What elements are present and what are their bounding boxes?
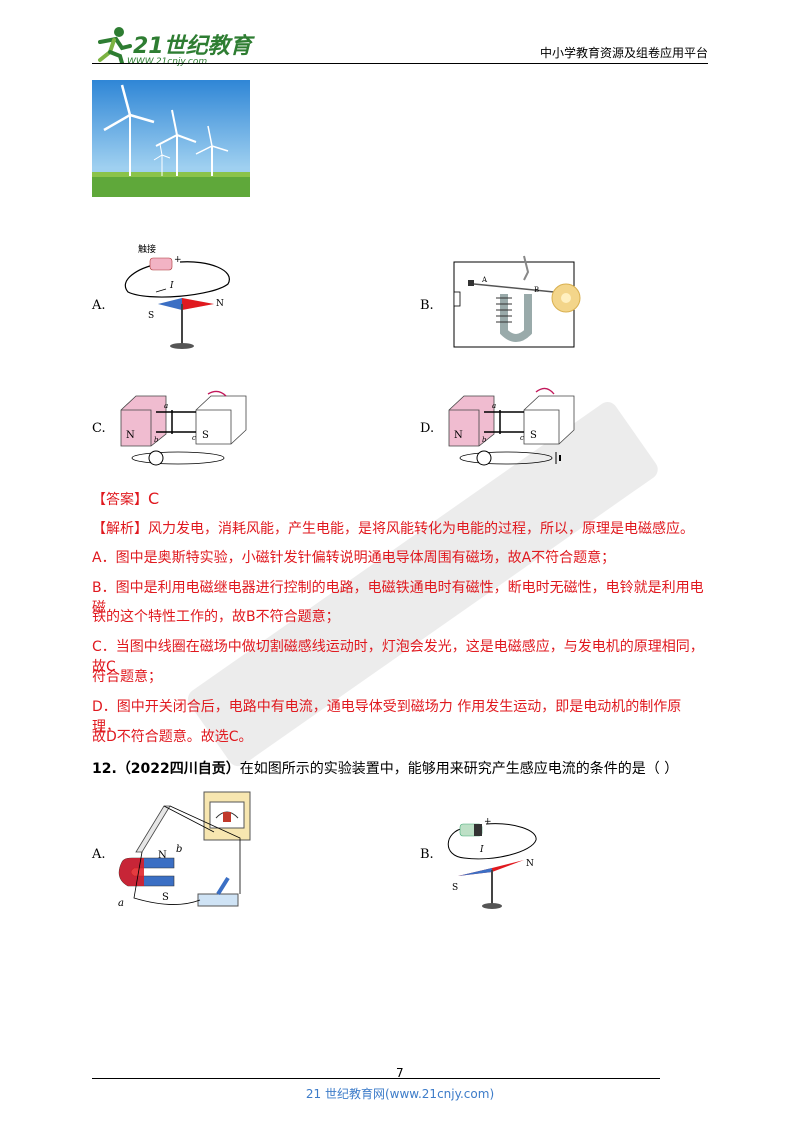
page-number: 7 [396,1066,404,1080]
current-label: I [169,281,174,291]
header: 21世纪教育 WWW.21cnjy.com 中小学教育资源及组卷应用平台 [0,0,800,70]
oersted-compass-figure: + I S N [447,817,537,909]
analysis-intro-text: 风力发电，消耗风能，产生电能，是将风能转化为电能的过程，所以，原理是电磁感应。 [148,521,694,537]
analysis-c-line2: 符合题意； [92,669,162,685]
footer-divider [92,1078,660,1079]
label-b: B [534,286,539,294]
analysis-a: A．图中是奥斯特实验，小磁针发针偏转说明通电导体周围有磁场，故A不符合题意； [92,550,616,566]
answer-value: C [148,489,160,508]
footer-site-link[interactable]: 21 世纪教育网(www.21cnjy.com) [305,1087,495,1101]
motor-coil-figure: N S a b c [448,387,575,466]
question-text: 在如图所示的实验装置中，能够用来研究产生感应电流的条件的是（ ） [239,761,679,777]
s-pole-label: S [202,430,209,441]
q12-option-b-label: B. [420,847,434,862]
prev-option-b-label: B. [420,298,434,313]
label-a: a [118,898,124,909]
s-pole-label: S [162,892,169,903]
induction-experiment-figure: N S a b [118,791,251,909]
plus-label: + [484,817,492,827]
wind-turbine-photo [92,80,250,197]
logo-url: WWW.21cnjy.com [127,57,208,67]
header-divider [92,63,708,64]
n-pole-label: N [454,430,463,441]
label-c: c [520,434,524,442]
analysis-d-line2: 故D不符合题意。故选C。 [92,729,253,745]
n-pole-label: N [126,430,135,441]
oersted-experiment-figure: 触接 + I S N [124,243,230,349]
header-platform-text: 中小学教育资源及组卷应用平台 [539,46,708,60]
analysis-label: 【解析】 [92,521,148,537]
current-label: I [479,845,484,855]
question-source: （2022四川自贡） [116,761,240,777]
label-a: A [481,276,488,284]
analysis-b-line1: B．图中是利用电磁继电器进行控制的电路，电磁铁通电时有磁性，断电时无磁性，电铃就… [92,580,704,616]
answer-line: 【答案】C [92,489,708,510]
logo-text: 21世纪教育 [133,34,252,59]
electric-bell-figure: A B [453,255,581,348]
label-b: b [176,844,182,855]
prev-option-d-label: D. [420,421,435,436]
n-pole-label: N [216,299,224,309]
question-number: 12. [92,761,117,777]
s-pole-label: S [148,311,154,321]
s-pole-label: S [530,430,537,441]
prev-option-a-label: A. [92,298,106,313]
s-pole-label: S [452,883,458,893]
analysis-intro: 【解析】风力发电，消耗风能，产生电能，是将风能转化为电能的过程，所以，原理是电磁… [92,519,708,539]
analysis-b-line2: 铁的这个特性工作的，故B不符合题意； [92,609,340,625]
answer-label: 【答案】 [92,492,148,508]
analysis-d-line1: D．图中开关闭合后，电路中有电流，通电导体受到磁场力 作用发生运动，即是电动机的… [92,699,682,735]
runner-logo-icon [98,27,132,64]
label-b: b [154,436,159,444]
label-a: a [164,402,168,410]
label-c: c [192,434,196,442]
n-pole-label: N [158,850,167,861]
question-12: 12.（2022四川自贡）在如图所示的实验装置中，能够用来研究产生感应电流的条件… [92,759,708,779]
analysis-c-line1: C．当图中线圈在磁场中做切割磁感线运动时，灯泡会发光，这是电磁感应，与发电机的原… [92,639,704,675]
q12-option-a-label: A. [92,847,106,862]
generator-coil-figure: N S a b c [120,390,247,466]
label-a: a [492,402,496,410]
n-pole-label: N [526,859,534,869]
touch-label: 触接 [138,243,156,255]
label-b: b [482,436,487,444]
plus-label: + [174,255,182,265]
prev-option-c-label: C. [92,421,106,436]
